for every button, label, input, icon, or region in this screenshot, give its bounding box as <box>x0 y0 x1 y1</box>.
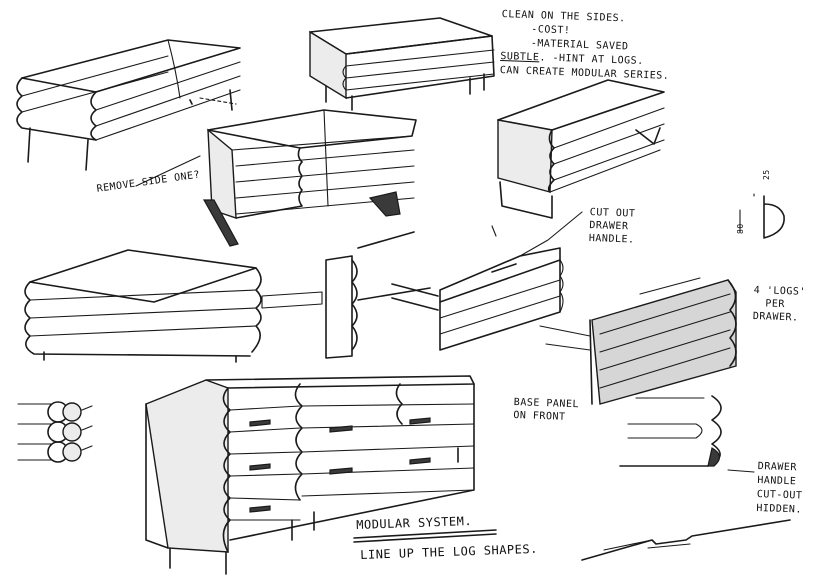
note-clean-sides: CLEAN ON THE SIDES. -COST! -MATERIAL SAV… <box>500 8 672 84</box>
note-four-logs: 4 'LOGS' PER DRAWER. <box>753 284 807 325</box>
sketch-unit-top-right <box>497 79 665 219</box>
title-underline <box>353 529 497 543</box>
sketch-profile-detail <box>739 193 785 239</box>
note-base-panel: BASE PANEL ON FRONT <box>513 396 579 424</box>
sketch-drawer-front <box>391 247 564 351</box>
dim-side: 80 <box>736 223 745 234</box>
note-hidden-handle: DRAWER HANDLE CUT-OUT HIDDEN. <box>756 460 804 518</box>
note-line: DRAWER. <box>752 310 799 324</box>
note-line: HANDLE. <box>588 232 635 246</box>
sketch-cabinet-middle <box>202 109 417 247</box>
note-line: ON FRONT <box>513 409 566 423</box>
note-cut-out: CUT OUT DRAWER HANDLE. <box>589 206 636 247</box>
sketch-modular-system <box>145 375 475 575</box>
sketch-log-ends <box>17 401 93 463</box>
note-line: 4 'LOGS' <box>753 284 807 298</box>
sketch-stacked-unit-left <box>24 249 262 363</box>
sketch-drawer-section <box>261 231 431 359</box>
sketch-hidden-handle <box>619 395 722 467</box>
dim-top: 25 <box>762 169 771 180</box>
sketch-bench-top-left <box>16 39 241 171</box>
note-underlined: SUBTLE <box>500 50 540 64</box>
sketch-four-log-drawer <box>539 277 737 405</box>
note-rest: . -HINT AT LOGS. <box>539 52 644 67</box>
sketch-box-top-middle <box>309 17 495 111</box>
note-line: HIDDEN. <box>756 502 803 516</box>
leader-lines <box>135 155 755 473</box>
sketch-handle-detail <box>581 519 791 561</box>
